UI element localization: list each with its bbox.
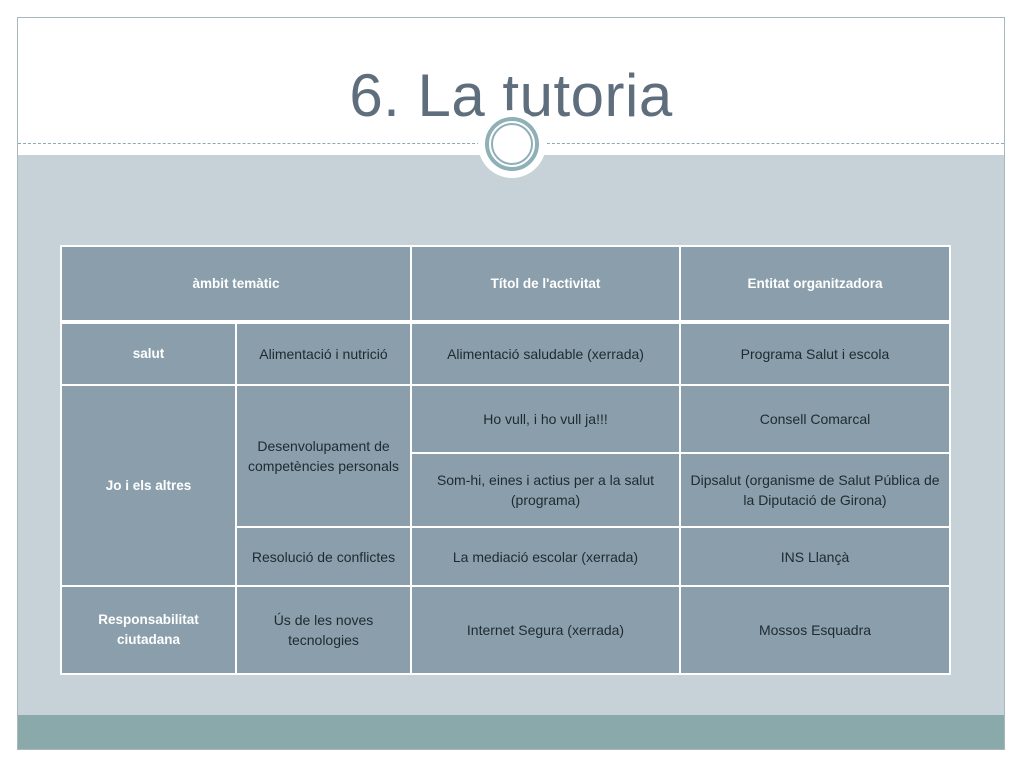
table-row: Som-hi, eines i actius per a la salut (p… (61, 452, 951, 528)
cell-subambit: Resolució de conflictes (235, 526, 412, 587)
cell-ambit-responsabilitat: Responsabilitat ciutadana (60, 585, 237, 675)
cell-titol: Internet Segura (xerrada) (410, 585, 681, 675)
table-row: Resolució de conflictes La mediació esco… (61, 526, 951, 587)
header-entitat: Entitat organitzadora (679, 245, 951, 324)
cell-entitat: Consell Comarcal (679, 384, 951, 454)
circle-ring-inner (491, 123, 533, 165)
cell-entitat: Programa Salut i escola (679, 321, 951, 386)
cell-titol: La mediació escolar (xerrada) (410, 526, 681, 587)
activities-table: àmbit temàtic Títol de l'activitat Entit… (60, 245, 951, 675)
cell-entitat: Dipsalut (organisme de Salut Pública de … (679, 452, 951, 528)
footer-band (18, 715, 1004, 749)
table-header-row: àmbit temàtic Títol de l'activitat Entit… (60, 245, 951, 324)
cell-ambit-salut: salut (60, 321, 237, 386)
table-row: Responsabilitat ciutadana Ús de les nove… (60, 585, 951, 675)
cell-entitat: INS Llançà (679, 526, 951, 587)
cell-titol: Ho vull, i ho vull ja!!! (410, 384, 681, 454)
cell-subambit: Alimentació i nutrició (235, 321, 412, 386)
header-titol: Títol de l'activitat (410, 245, 681, 324)
cell-entitat: Mossos Esquadra (679, 585, 951, 675)
cell-subambit: Ús de les noves tecnologies (235, 585, 412, 675)
cell-titol: Alimentació saludable (xerrada) (410, 321, 681, 386)
cell-subambit: Desenvolupament de competències personal… (235, 384, 412, 528)
cell-titol: Som-hi, eines i actius per a la salut (p… (410, 452, 681, 528)
cell-ambit-jo: Jo i els altres (60, 384, 237, 587)
table-row: salut Alimentació i nutrició Alimentació… (60, 321, 951, 386)
header-ambit: àmbit temàtic (60, 245, 412, 324)
table-row: Jo i els altres Desenvolupament de compe… (60, 384, 951, 587)
